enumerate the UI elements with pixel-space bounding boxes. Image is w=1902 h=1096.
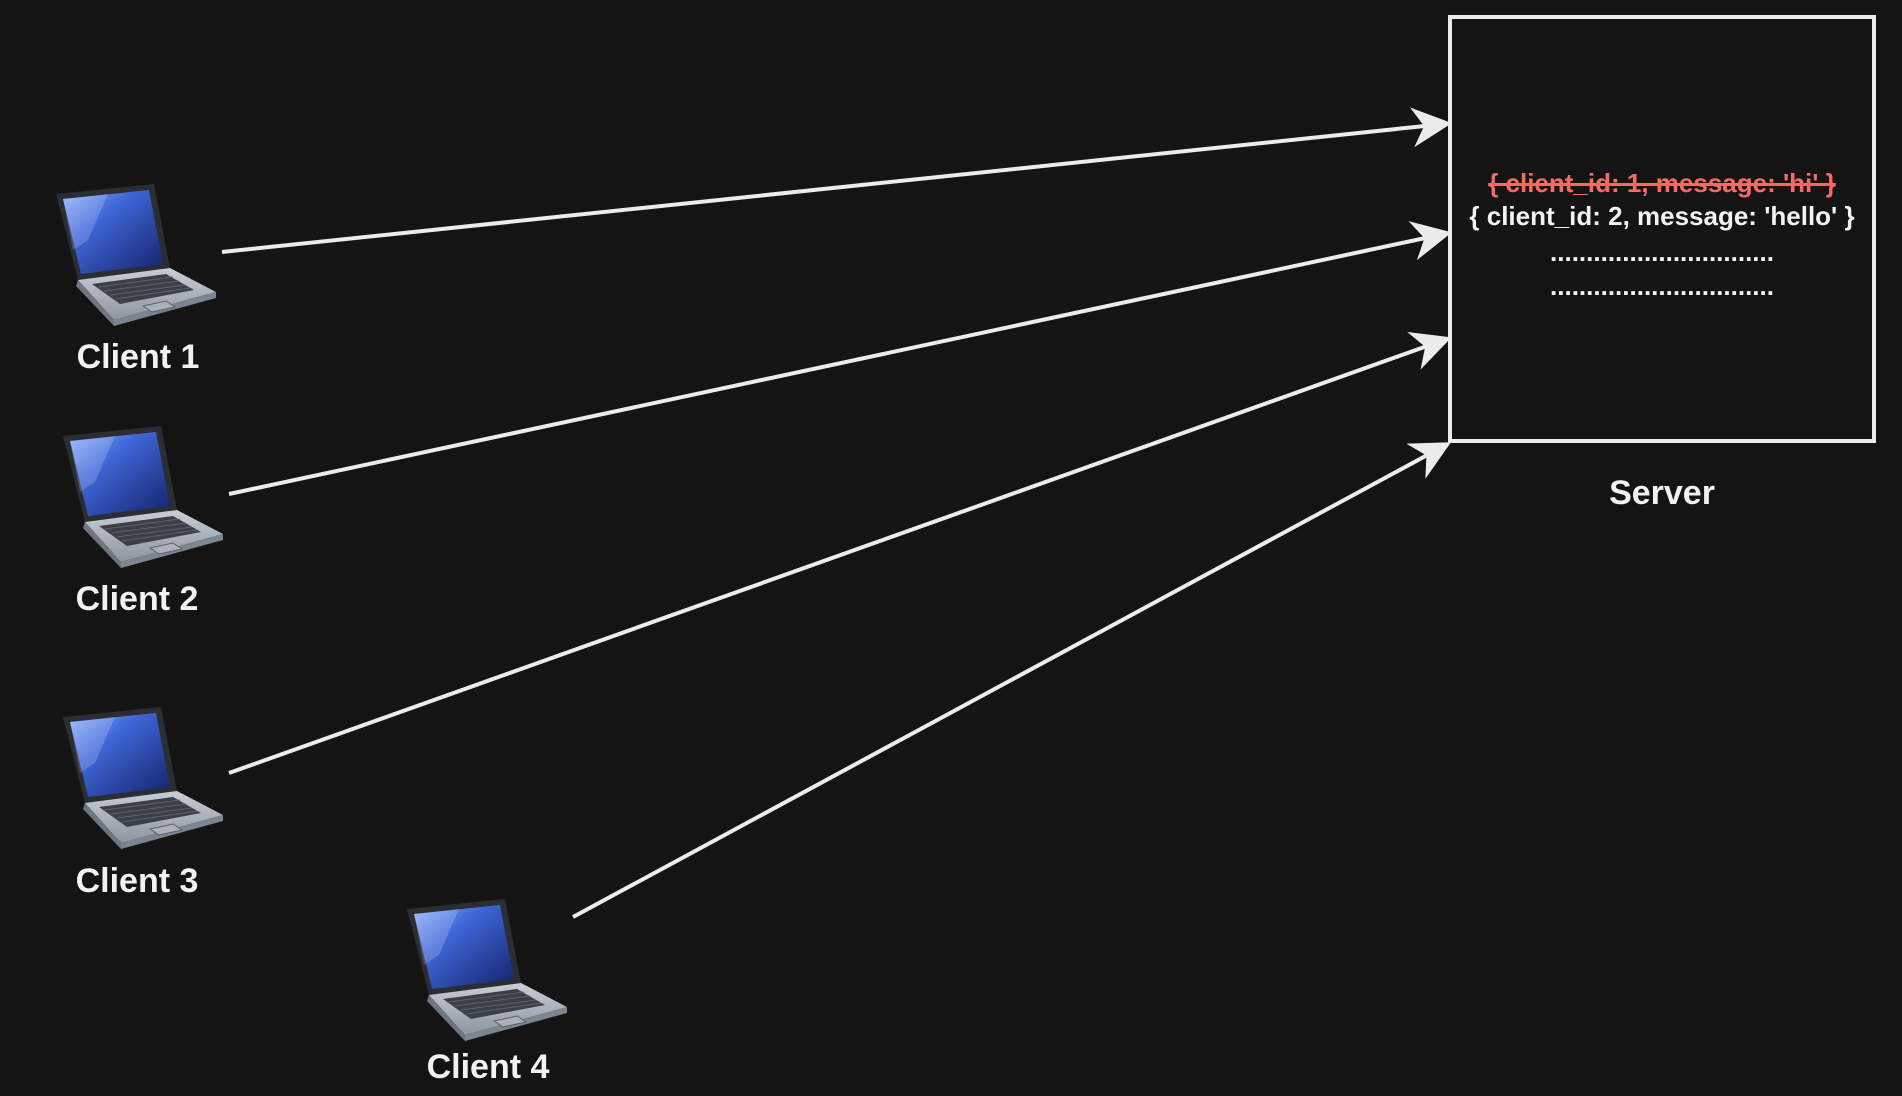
arrow-client4-to-server — [572, 442, 1452, 919]
server-entry-removed: { client_id: 1, message: 'hi' } — [1488, 168, 1836, 198]
laptop-icon — [406, 898, 568, 1042]
server-entry-placeholder: ............................... — [1550, 237, 1774, 267]
client-4-laptop — [399, 895, 579, 1045]
client-2-laptop — [55, 422, 235, 572]
server-box: { client_id: 1, message: 'hi' } { client… — [1448, 15, 1876, 443]
client-2-label: Client 2 — [75, 580, 199, 618]
server-label: Server — [1609, 474, 1715, 512]
laptop-icon — [55, 183, 217, 327]
server-entry-placeholder: ............................... — [1550, 271, 1774, 301]
client-1-label: Client 1 — [76, 338, 200, 376]
laptop-icon — [62, 706, 224, 850]
client-3-laptop — [55, 703, 235, 853]
arrow-client1-to-server — [221, 107, 1452, 254]
client-4-label: Client 4 — [426, 1048, 550, 1086]
client-3-label: Client 3 — [75, 862, 199, 900]
client-1-laptop — [48, 180, 228, 330]
server-entry-active: { client_id: 2, message: 'hello' } — [1469, 201, 1855, 231]
arrow-client3-to-server — [228, 331, 1452, 775]
arrow-client2-to-server — [228, 221, 1452, 496]
laptop-icon — [62, 425, 224, 569]
